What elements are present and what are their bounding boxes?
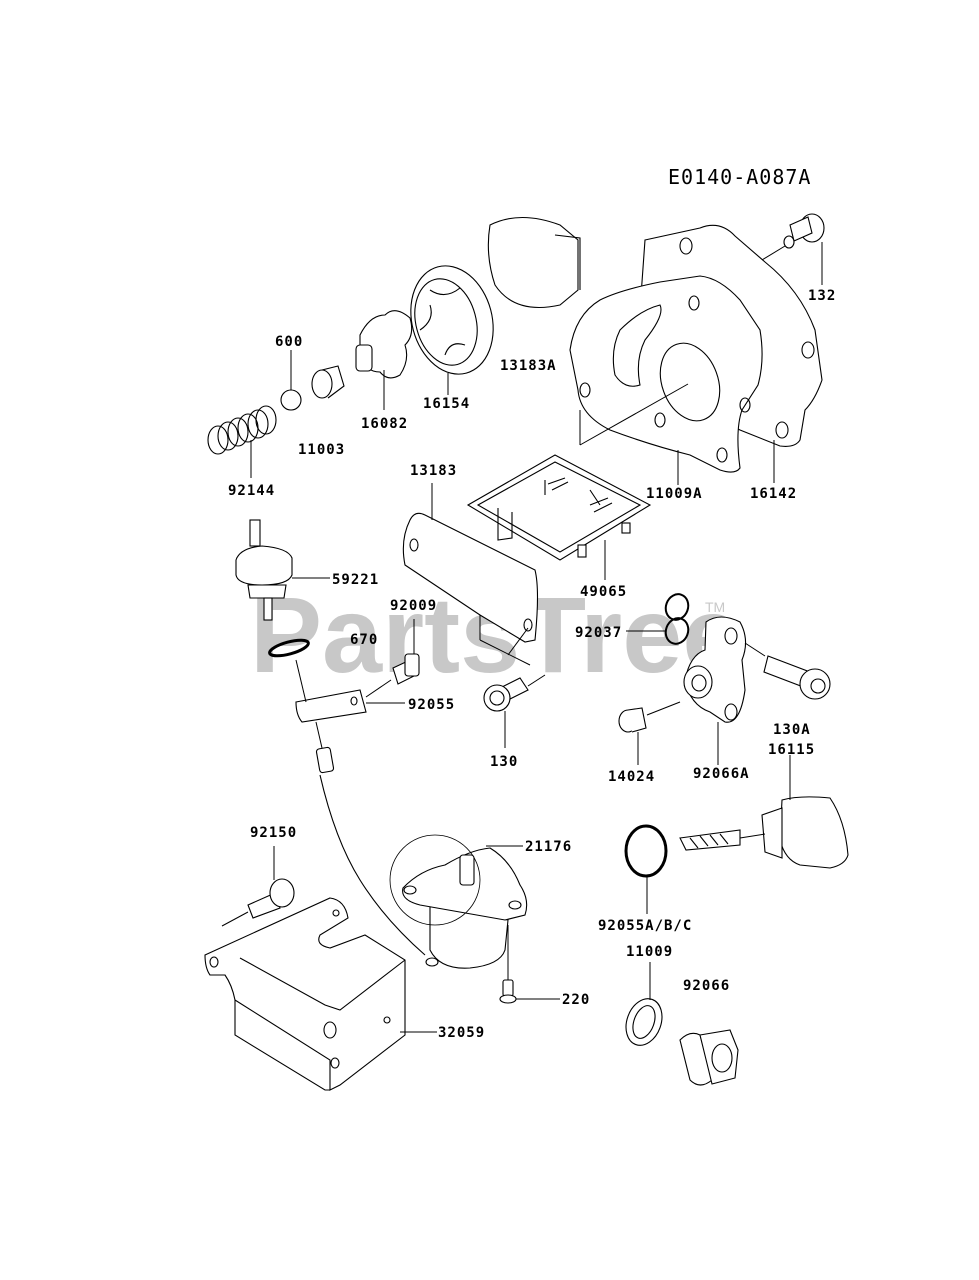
label-11009[interactable]: 11009 bbox=[626, 944, 673, 960]
part-49065-filter[interactable]: 49065 bbox=[466, 454, 652, 600]
label-92055ABC[interactable]: 92055A/B/C bbox=[598, 918, 692, 934]
part-92055-o-ring[interactable]: 92037 bbox=[575, 591, 692, 647]
part-92066-drain-plug[interactable]: 92066 bbox=[679, 978, 739, 1086]
part-670-o-ring[interactable]: 670 bbox=[268, 632, 378, 659]
diagram-code: E0140-A087A bbox=[668, 165, 811, 189]
label-92009[interactable]: 92009 bbox=[390, 598, 437, 614]
label-92055[interactable]: 92037 bbox=[575, 625, 622, 641]
label-220[interactable]: 220 bbox=[562, 992, 590, 1008]
label-16154[interactable]: 16154 bbox=[423, 396, 470, 412]
part-130A-bolt[interactable]: 130A bbox=[744, 642, 831, 738]
part-92144-spring[interactable]: 92144 bbox=[207, 405, 277, 499]
label-16082[interactable]: 16082 bbox=[361, 416, 408, 432]
part-16115-dipstick[interactable]: 16115 bbox=[679, 742, 849, 869]
part-132-bolt[interactable]: 132 bbox=[761, 213, 836, 304]
part-16082-inner-rotor[interactable]: 16082 bbox=[355, 310, 413, 432]
part-600-ball[interactable]: 600 bbox=[275, 334, 303, 411]
part-92150-bolt[interactable]: 92150 bbox=[221, 825, 297, 927]
part-59221-switch[interactable]: 59221 bbox=[235, 519, 379, 621]
part-220-screw[interactable]: 220 bbox=[499, 925, 590, 1008]
label-16142[interactable]: 16142 bbox=[750, 486, 797, 502]
label-13183[interactable]: 13183 bbox=[410, 463, 457, 479]
part-11009A-gasket[interactable]: 11009A bbox=[569, 275, 763, 502]
label-16115[interactable]: 16115 bbox=[768, 742, 815, 758]
label-130[interactable]: 130 bbox=[490, 754, 518, 770]
label-132[interactable]: 132 bbox=[808, 288, 836, 304]
part-14024-bracket[interactable]: 92066A bbox=[683, 616, 750, 782]
watermark-trademark: TM bbox=[705, 599, 725, 615]
part-130-bolt[interactable]: 130 bbox=[483, 674, 546, 770]
label-600[interactable]: 600 bbox=[275, 334, 303, 350]
label-670[interactable]: 670 bbox=[350, 632, 378, 648]
label-59221[interactable]: 59221 bbox=[332, 572, 379, 588]
part-32059-bracket[interactable]: 32059 bbox=[204, 897, 485, 1091]
label-92150[interactable]: 92150 bbox=[250, 825, 297, 841]
label-130A[interactable]: 130A bbox=[773, 722, 811, 738]
part-11009-gasket[interactable]: 11009 bbox=[620, 944, 673, 1050]
part-13183A-gasket[interactable]: 13183A bbox=[487, 217, 581, 375]
part-21176-solenoid[interactable]: 21176 bbox=[319, 774, 572, 969]
part-92037-clamp[interactable]: 92055 bbox=[295, 659, 455, 774]
label-92066A[interactable]: 14024 bbox=[608, 769, 655, 785]
part-16154-outer-rotor[interactable]: 16154 bbox=[399, 257, 505, 412]
part-11003-cap[interactable]: 11003 bbox=[298, 365, 345, 458]
label-92144[interactable]: 92144 bbox=[228, 483, 275, 499]
label-92066[interactable]: 92066 bbox=[683, 978, 730, 994]
label-14024[interactable]: 92066A bbox=[693, 766, 750, 782]
label-49065[interactable]: 49065 bbox=[580, 584, 627, 600]
label-32059[interactable]: 32059 bbox=[438, 1025, 485, 1041]
part-92055ABC-o-ring[interactable]: 92055A/B/C bbox=[598, 824, 692, 934]
part-92009-screw[interactable]: 92009 bbox=[365, 598, 437, 698]
label-21176[interactable]: 21176 bbox=[525, 839, 572, 855]
part-92066A-plug[interactable]: 14024 bbox=[608, 701, 681, 785]
label-13183A[interactable]: 13183A bbox=[500, 358, 557, 374]
part-13183-plate[interactable]: 13183 bbox=[402, 463, 539, 666]
label-11009A[interactable]: 11009A bbox=[646, 486, 703, 502]
label-11003[interactable]: 11003 bbox=[298, 442, 345, 458]
label-92037[interactable]: 92055 bbox=[408, 697, 455, 713]
